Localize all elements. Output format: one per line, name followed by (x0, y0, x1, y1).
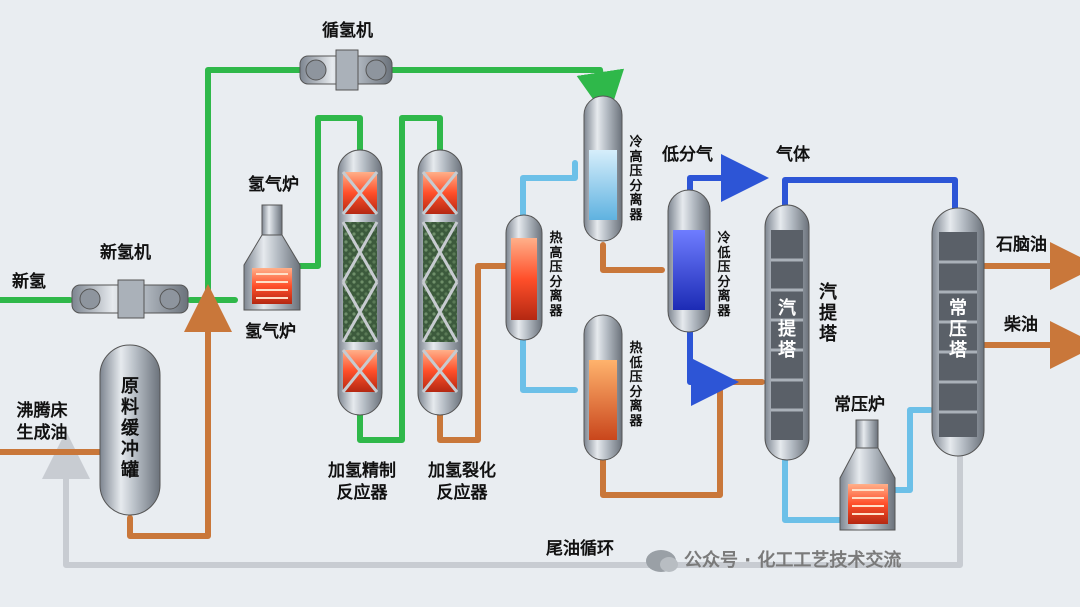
gas-label: 气体 (776, 145, 810, 165)
recycle-compressor (299, 49, 393, 91)
hot-hp-separator-vessel (505, 214, 543, 341)
atm-furnace (839, 419, 896, 531)
recycle-compressor-label: 循氢机 (322, 21, 373, 41)
hot-lp-separator-vessel (583, 314, 623, 461)
diesel-label: 柴油 (1004, 315, 1038, 335)
cold-hp-separator-label: 冷高压分离器 (629, 135, 643, 223)
watermark: 公众号 · 化工工艺技术交流 (646, 546, 901, 572)
cold-lp-separator-label: 冷低压分离器 (717, 231, 731, 319)
h2-furnace-label-top: 氢气炉 (248, 175, 299, 195)
cold-hp-separator-vessel (583, 95, 623, 242)
naphtha-label: 石脑油 (996, 235, 1047, 255)
atm-tower-vessel (931, 207, 985, 457)
hydrocracking-reactor-label: 加氢裂化 反应器 (428, 461, 496, 503)
watermark-text: 公众号 · 化工工艺技术交流 (684, 550, 902, 571)
hydrotreating-reactor-label: 加氢精制 反应器 (328, 461, 396, 503)
h2-furnace-label-bottom: 氢气炉 (245, 322, 296, 342)
tail-oil-recycle-label: 尾油循环 (546, 539, 614, 559)
stripper-vessel (764, 204, 810, 461)
new-h2-compressor-label: 新氢机 (100, 243, 151, 263)
atm-tower-label: 常压塔 (949, 298, 967, 361)
stripper-outside-label: 汽提塔 (819, 282, 837, 345)
hydrotreating-reactor-vessel (337, 149, 383, 416)
wechat-icon (646, 550, 678, 572)
hydrocracking-reactor-vessel (417, 149, 463, 416)
new-h2-label: 新氢 (12, 272, 46, 292)
feed-oil-label: 沸腾床 生成油 (16, 401, 68, 443)
low-gas-label: 低分气 (662, 145, 713, 165)
feed-tank (99, 344, 161, 516)
pipes (0, 67, 1080, 568)
new-h2-compressor (71, 279, 189, 319)
cold-lp-separator-vessel (667, 189, 711, 333)
h2-furnace (243, 204, 301, 311)
hot-hp-separator-label: 热高压分离器 (549, 231, 563, 319)
atm-furnace-label: 常压炉 (834, 395, 885, 415)
stripper-inside-label: 汽提塔 (778, 298, 796, 361)
hot-lp-separator-label: 热低压分离器 (629, 341, 643, 429)
feed-tank-label: 原料缓冲罐 (121, 376, 139, 481)
